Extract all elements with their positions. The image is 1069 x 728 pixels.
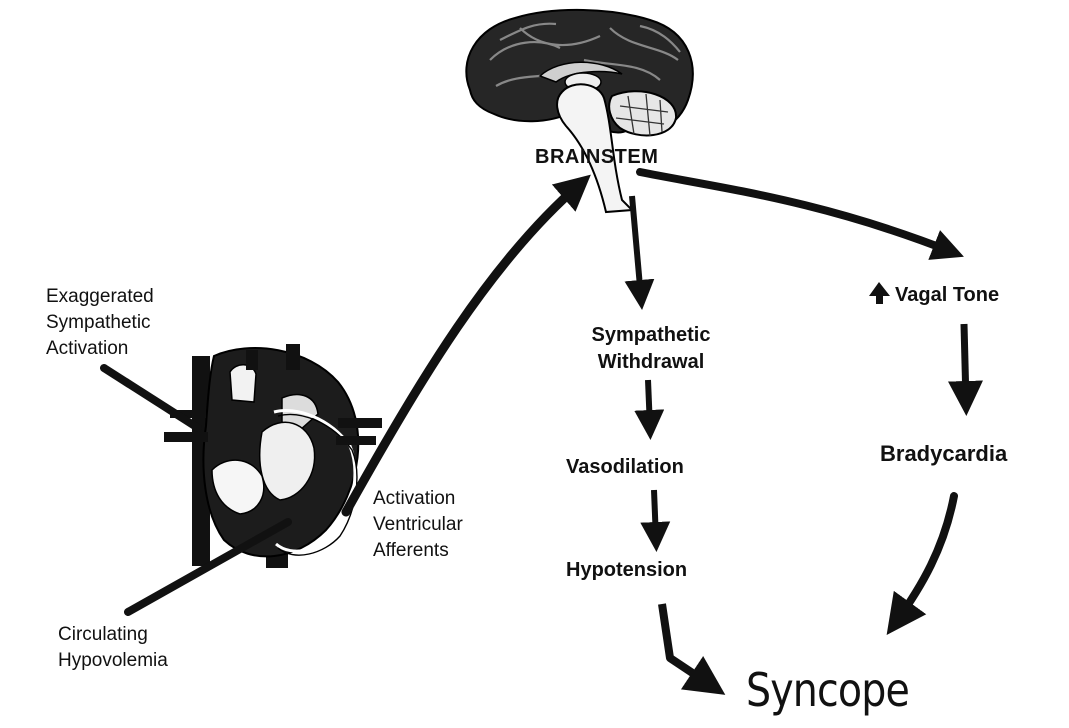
up-arrow-icon <box>869 282 890 304</box>
arrow-brainstem-to-sympathetic-withdrawal <box>624 195 655 310</box>
arrow-hypovolemia-to-heart <box>124 518 292 616</box>
label-brainstem: BRAINSTEM <box>535 146 659 168</box>
arrow-sympathetic-to-heart <box>100 364 202 432</box>
label-sympathetic-withdrawal: Sympathetic Withdrawal <box>591 324 711 373</box>
arrow-vagal-tone-to-bradycardia <box>947 323 983 416</box>
label-activation-ventricular-afferents: Activation Ventricular Afferents <box>373 488 463 561</box>
label-vagal-tone: Vagal Tone <box>895 284 1000 306</box>
label-bradycardia: Bradycardia <box>880 441 1008 466</box>
heart-icon <box>164 344 382 568</box>
label-syncope: Syncope <box>746 663 910 717</box>
label-vasodilation: Vasodilation <box>566 456 684 478</box>
label-circulating-hypovolemia: Circulating Hypovolemia <box>58 624 168 671</box>
arrow-withdrawal-to-vasodilation <box>634 379 665 440</box>
arrow-vasodilation-to-hypotension <box>640 489 671 552</box>
arrow-brainstem-to-vagal-tone <box>636 168 964 260</box>
label-exaggerated-sympathetic-activation: Exaggerated Sympathetic Activation <box>46 286 154 359</box>
arrow-hypotension-to-syncope <box>658 603 726 695</box>
brain-icon <box>465 9 694 214</box>
arrow-bradycardia-to-syncope <box>886 492 958 635</box>
arrow-heart-to-brainstem <box>341 174 591 517</box>
label-hypotension: Hypotension <box>566 559 688 581</box>
